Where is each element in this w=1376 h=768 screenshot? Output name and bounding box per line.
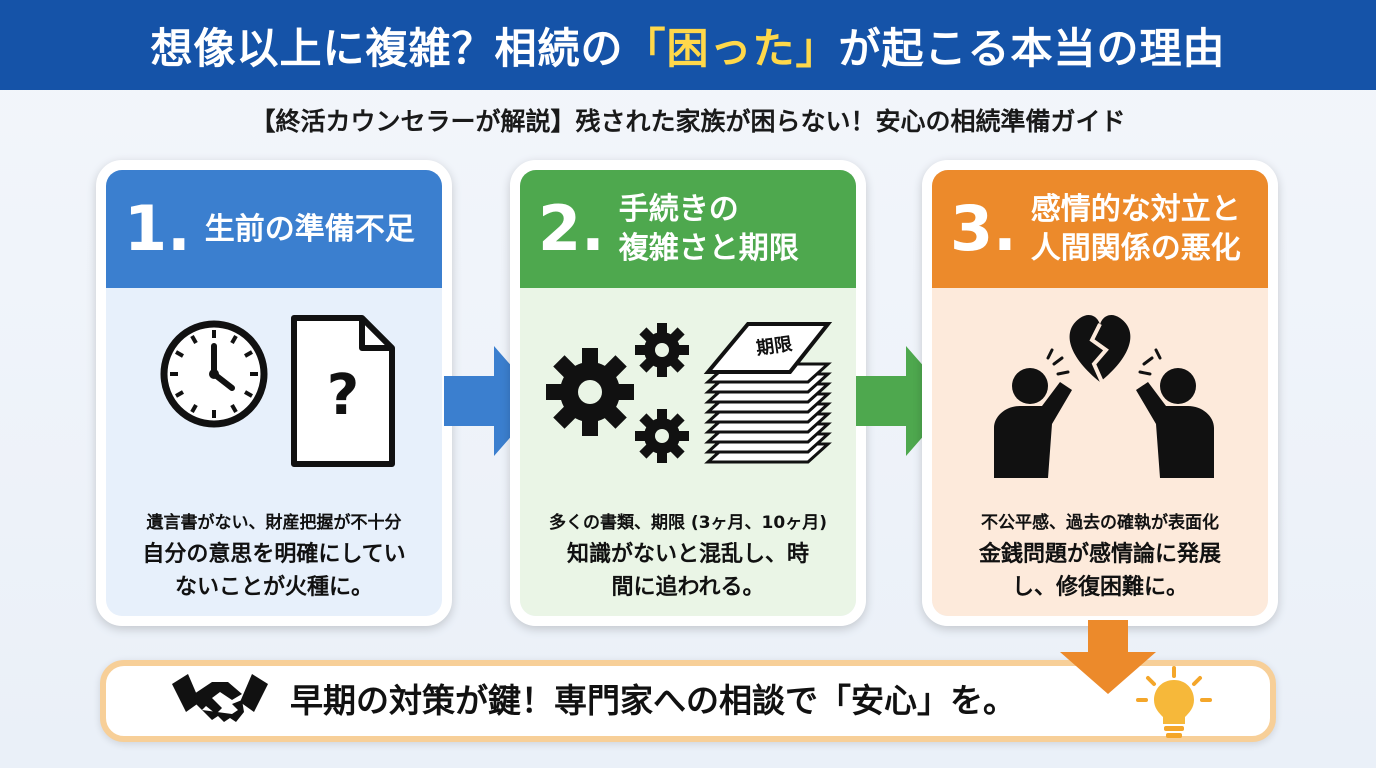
conclusion-text: 早期の対策が鍵！専門家への相談で「安心」を。 <box>290 681 1016 720</box>
card-short-desc: 不公平感、過去の確執が表面化 <box>981 513 1219 533</box>
reason-card-1: 1. 生前の準備不足 <box>96 160 452 626</box>
conclusion-banner <box>100 660 1276 742</box>
card-long-desc: 自分の意思を明確にしてい ないことが火種に。 <box>126 538 422 604</box>
title-highlight: 「困った」 <box>623 23 839 73</box>
document-stack-label: 期限 <box>755 334 795 360</box>
card-desc-line2: 間に追われる。 <box>611 575 765 600</box>
card-short-desc: 遺言書がない、財産把握が不十分 <box>146 513 402 533</box>
reason-card-2: 2. 手続きの 複雑さと期限 <box>510 160 866 626</box>
title-part-2: が起こる本当の理由 <box>838 23 1226 73</box>
card-title-line2: 複雑さと期限 <box>618 231 799 266</box>
broken-heart-icon <box>1069 315 1131 383</box>
card-illustration: ? <box>106 302 442 482</box>
clock-document-illustration: ? <box>160 315 395 467</box>
card-desc-line1: 知識がないと混乱し、時 <box>566 542 809 567</box>
card-title: 手続きの 複雑さと期限 <box>619 190 799 268</box>
title-part-1: 想像以上に複雑？相続の <box>150 23 624 73</box>
card-number: 2. <box>538 192 605 265</box>
card-body: 不公平感、過去の確執が表面化 金銭問題が感情論に発展 し、修復困難に。 <box>932 288 1268 616</box>
clock-icon <box>160 320 268 428</box>
card-title-line1: 感情的な対立と <box>1030 192 1241 227</box>
gears-icon <box>546 323 689 463</box>
card-desc-line1: 金銭問題が感情論に発展 <box>978 542 1221 567</box>
card-title: 感情的な対立と 人間関係の悪化 <box>1031 190 1241 268</box>
gears-documents-illustration: 期限 <box>546 322 833 464</box>
handshake-icon <box>172 674 268 722</box>
card-illustration <box>932 302 1268 482</box>
down-arrow-icon <box>1060 620 1156 694</box>
card-header: 3. 感情的な対立と 人間関係の悪化 <box>932 170 1268 288</box>
conflict-illustration <box>994 315 1214 478</box>
card-title-line2: 人間関係の悪化 <box>1030 231 1241 266</box>
card-body: ? 遺言書がない、財産把握が不十分 自分の意思を明確にしてい ないことが火種に。 <box>106 288 442 616</box>
card-number: 1. <box>124 192 191 265</box>
card-title-line1: 手続きの <box>618 192 739 227</box>
card-header: 1. 生前の準備不足 <box>106 170 442 288</box>
document-question-icon: ? <box>291 315 395 467</box>
card-desc-line2: し、修復困難に。 <box>1011 575 1188 600</box>
card-long-desc: 金銭問題が感情論に発展 し、修復困難に。 <box>952 538 1248 604</box>
card-title-line1: 生前の準備不足 <box>204 211 415 247</box>
card-body: 期限 多くの書類、期限 (3ヶ月、10ヶ月) 知識がないと混乱し、時 間に追われ… <box>520 288 856 616</box>
arguing-people-icon <box>994 348 1214 478</box>
card-illustration: 期限 <box>520 302 856 482</box>
card-desc-line2: ないことが火種に。 <box>174 575 373 600</box>
page-title: 想像以上に複雑？相続の 「困った」 が起こる本当の理由 <box>0 0 1376 90</box>
card-number: 3. <box>950 192 1017 265</box>
card-short-desc: 多くの書類、期限 (3ヶ月、10ヶ月) <box>549 513 827 533</box>
lightbulb-icon <box>1136 666 1212 738</box>
card-header: 2. 手続きの 複雑さと期限 <box>520 170 856 288</box>
card-title: 生前の準備不足 <box>205 210 415 249</box>
subtitle: 【終活カウンセラーが解説】残された家族が困らない！安心の相続準備ガイド <box>250 107 1126 136</box>
document-stack-icon: 期限 <box>703 322 833 464</box>
card-desc-line1: 自分の意思を明確にしてい <box>142 542 406 567</box>
svg-text:?: ? <box>327 363 359 428</box>
reason-card-3: 3. 感情的な対立と 人間関係の悪化 <box>922 160 1278 626</box>
card-long-desc: 知識がないと混乱し、時 間に追われる。 <box>540 538 836 604</box>
